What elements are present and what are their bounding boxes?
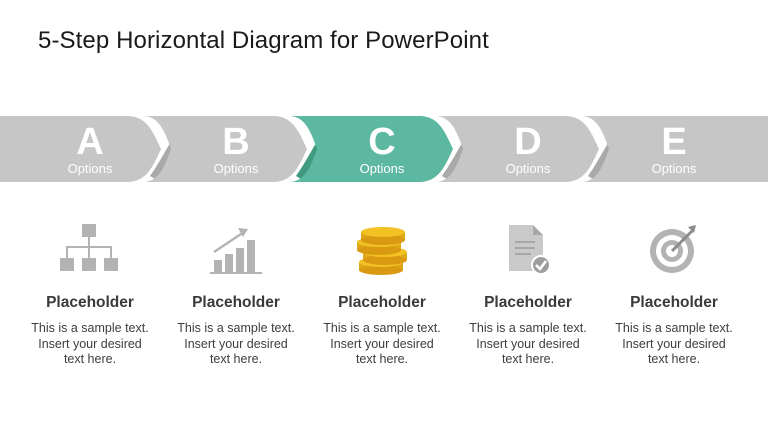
ribbon-diagram — [0, 116, 768, 182]
step-column-a: Placeholder This is a sample text. Inser… — [17, 215, 163, 368]
step-heading: Placeholder — [46, 294, 134, 311]
step-c: C Options — [309, 112, 455, 188]
coins-icon — [309, 215, 455, 283]
step-heading: Placeholder — [630, 294, 718, 311]
step-letter: E — [661, 121, 687, 163]
step-column-c: Placeholder This is a sample text. Inser… — [309, 215, 455, 368]
ribbon-segment-d — [435, 116, 599, 182]
step-description: This is a sample text. Insert your desir… — [31, 321, 149, 366]
step-label: Options — [213, 161, 259, 176]
step-e: E Options — [601, 112, 747, 188]
ribbon-segment-a — [0, 116, 161, 182]
step-heading: Placeholder — [484, 294, 572, 311]
step-letter: A — [76, 121, 104, 163]
step-letter: D — [514, 121, 542, 163]
step-column-e: Placeholder This is a sample text. Inser… — [601, 215, 747, 368]
step-a: A Options — [17, 112, 163, 188]
step-letter: C — [368, 121, 396, 163]
step-column-b: Placeholder This is a sample text. Inser… — [163, 215, 309, 368]
step-label: Options — [359, 161, 405, 176]
ribbon-segment-b — [143, 116, 307, 182]
ribbon-segment-c — [289, 116, 453, 182]
step-label: Options — [67, 161, 113, 176]
step-description: This is a sample text. Insert your desir… — [323, 321, 441, 366]
step-description: This is a sample text. Insert your desir… — [469, 321, 587, 366]
step-heading: Placeholder — [338, 294, 426, 311]
step-heading: Placeholder — [192, 294, 280, 311]
step-letter: B — [222, 121, 250, 163]
step-b: B Options — [163, 112, 309, 188]
org-chart-icon — [17, 215, 163, 283]
growth-chart-icon — [163, 215, 309, 283]
slide-title: 5-Step Horizontal Diagram for PowerPoint — [38, 27, 489, 54]
step-description: This is a sample text. Insert your desir… — [615, 321, 733, 366]
step-column-d: Placeholder This is a sample text. Inser… — [455, 215, 601, 368]
step-label: Options — [505, 161, 551, 176]
document-check-icon — [455, 215, 601, 283]
step-label: Options — [651, 161, 697, 176]
ribbon-segment-e — [581, 116, 768, 182]
target-icon — [601, 215, 747, 283]
step-d: D Options — [455, 112, 601, 188]
step-description: This is a sample text. Insert your desir… — [177, 321, 295, 366]
